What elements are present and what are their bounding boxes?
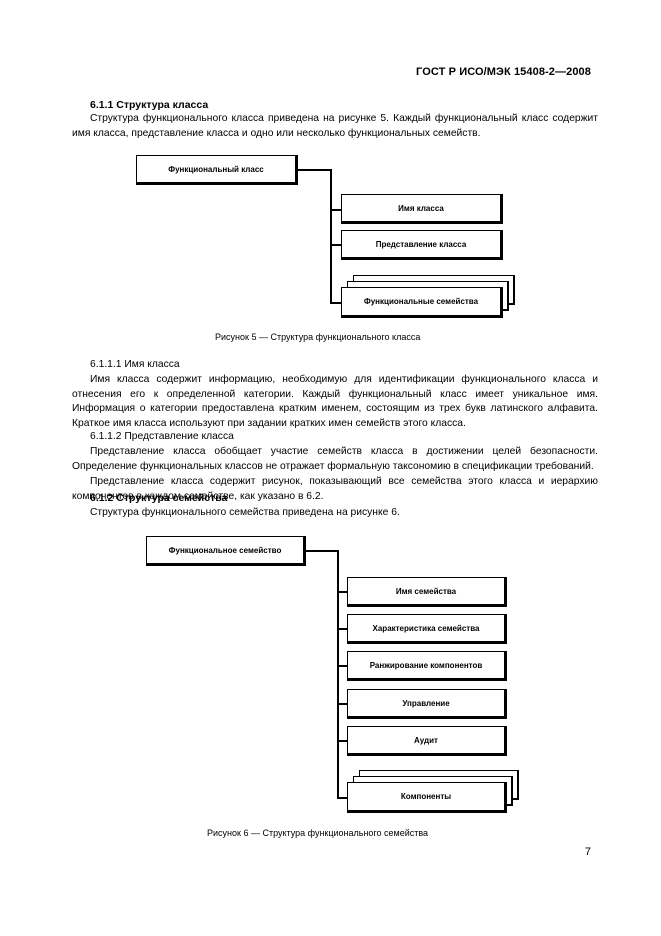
fig5-child-box: Представление класса: [341, 230, 503, 260]
fig6-connector: [337, 703, 348, 705]
fig6-connector: [337, 591, 348, 593]
section-6-1-1-2-text-1: Представление класса обобщает участие се…: [72, 446, 598, 472]
section-6-1-2-title: 6.1.2 Структура семейства: [90, 492, 228, 504]
fig5-connector: [330, 209, 341, 211]
fig5-root-box: Функциональный класс: [136, 155, 298, 185]
section-6-1-1-text: Структура функционального класса приведе…: [72, 113, 598, 139]
fig5-child-box: Имя класса: [341, 194, 503, 224]
fig5-connector: [298, 169, 331, 171]
figure-5-caption: Рисунок 5 — Структура функционального кл…: [215, 332, 421, 342]
page-number: 7: [584, 846, 591, 858]
section-6-1-2-text: Структура функционального семейства прив…: [90, 507, 400, 518]
fig6-root-box: Функциональное семейство: [146, 536, 306, 566]
standard-header: ГОСТ Р ИСО/МЭК 15408-2—2008: [416, 66, 591, 78]
fig6-connector: [337, 628, 348, 630]
section-6-1-1-2-title: 6.1.1.2 Представление класса: [90, 431, 234, 442]
fig6-child-box: Управление: [347, 689, 507, 719]
fig5-connector: [330, 169, 332, 304]
fig6-child-box: Ранжирование компонентов: [347, 651, 507, 681]
fig6-child-box: Имя семейства: [347, 577, 507, 607]
fig6-child-box: Аудит: [347, 726, 507, 756]
section-6-1-1-1-text: Имя класса содержит информацию, необходи…: [72, 374, 598, 429]
fig6-connector: [337, 797, 348, 799]
section-6-1-1-2-text-2: Представление класса содержит рисунок, п…: [72, 476, 598, 502]
fig6-connector: [337, 665, 348, 667]
fig6-connector: [306, 550, 338, 552]
fig5-child-box: Функциональные семейства: [341, 287, 503, 318]
fig5-connector: [330, 244, 341, 246]
fig5-connector: [330, 302, 341, 304]
section-6-1-1-1-title: 6.1.1.1 Имя класса: [90, 359, 180, 370]
section-6-1-1-title: 6.1.1 Структура класса: [90, 99, 209, 111]
fig6-connector: [337, 550, 339, 799]
fig6-child-box: Компоненты: [347, 782, 507, 813]
fig6-child-box: Характеристика семейства: [347, 614, 507, 644]
figure-6-caption: Рисунок 6 — Структура функционального се…: [207, 828, 429, 838]
fig6-connector: [337, 740, 348, 742]
